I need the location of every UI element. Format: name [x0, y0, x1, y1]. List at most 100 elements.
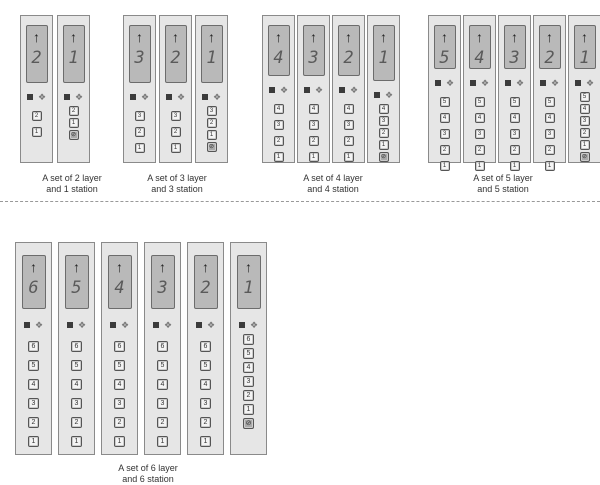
floor-button[interactable]: 1 — [544, 161, 555, 171]
floor-button[interactable]: 4 — [378, 104, 389, 114]
floor-button[interactable]: 4 — [114, 379, 125, 390]
alarm-button-icon[interactable]: ⊘ — [68, 130, 79, 140]
floor-button[interactable]: 4 — [200, 379, 211, 390]
floor-button[interactable]: 1 — [170, 143, 181, 153]
floor-button[interactable]: 1 — [439, 161, 450, 171]
floor-button[interactable]: 5 — [200, 360, 211, 371]
alarm-button-icon[interactable]: ⊘ — [378, 152, 389, 162]
floor-button[interactable]: 2 — [68, 106, 79, 116]
floor-button[interactable]: 6 — [200, 341, 211, 352]
floor-button[interactable]: 6 — [243, 334, 254, 345]
floor-button[interactable]: 4 — [509, 113, 520, 123]
button-column: 6 5 4 3 2 1 — [114, 341, 125, 447]
floor-button[interactable]: 3 — [579, 116, 590, 126]
floor-button[interactable]: 2 — [71, 417, 82, 428]
floor-button[interactable]: 2 — [509, 145, 520, 155]
floor-button[interactable]: 3 — [474, 129, 485, 139]
floor-button[interactable]: 2 — [273, 136, 284, 146]
floor-button[interactable]: 4 — [544, 113, 555, 123]
floor-button[interactable]: 5 — [439, 97, 450, 107]
floor-button[interactable]: 3 — [157, 398, 168, 409]
floor-button[interactable]: 2 — [378, 128, 389, 138]
floor-button[interactable]: 4 — [243, 362, 254, 373]
floor-button[interactable]: 4 — [579, 104, 590, 114]
floor-button[interactable]: 1 — [343, 152, 354, 162]
floor-button[interactable]: 1 — [114, 436, 125, 447]
floor-button[interactable]: 3 — [71, 398, 82, 409]
floor-button[interactable]: 4 — [439, 113, 450, 123]
floor-button[interactable]: 3 — [134, 111, 145, 121]
floor-button[interactable]: 2 — [343, 136, 354, 146]
floor-button[interactable]: 5 — [544, 97, 555, 107]
floor-button[interactable]: 2 — [28, 417, 39, 428]
floor-button[interactable]: 1 — [378, 140, 389, 150]
floor-button[interactable]: 1 — [308, 152, 319, 162]
floor-button[interactable]: 1 — [157, 436, 168, 447]
floor-button[interactable]: 2 — [170, 127, 181, 137]
floor-button[interactable]: 5 — [114, 360, 125, 371]
floor-button[interactable]: 5 — [509, 97, 520, 107]
floor-button[interactable]: 1 — [68, 118, 79, 128]
floor-button[interactable]: 5 — [157, 360, 168, 371]
floor-button[interactable]: 1 — [474, 161, 485, 171]
floor-button[interactable]: 1 — [28, 436, 39, 447]
floor-button[interactable]: 2 — [243, 390, 254, 401]
floor-button[interactable]: 3 — [170, 111, 181, 121]
floor-button[interactable]: 1 — [579, 140, 590, 150]
floor-button[interactable]: 1 — [206, 130, 217, 140]
floor-button[interactable]: 1 — [509, 161, 520, 171]
floor-button[interactable]: 4 — [474, 113, 485, 123]
floor-button[interactable]: 6 — [71, 341, 82, 352]
floor-button[interactable]: 2 — [31, 111, 42, 121]
floor-button[interactable]: 2 — [114, 417, 125, 428]
floor-button[interactable]: 4 — [71, 379, 82, 390]
alarm-button-icon[interactable]: ⊘ — [206, 142, 217, 152]
floor-button[interactable]: 3 — [114, 398, 125, 409]
floor-button[interactable]: 4 — [273, 104, 284, 114]
floor-button[interactable]: 1 — [31, 127, 42, 137]
floor-button[interactable]: 2 — [200, 417, 211, 428]
floor-button[interactable]: 5 — [474, 97, 485, 107]
floor-button[interactable]: 2 — [157, 417, 168, 428]
button-column: 4 3 2 1 — [343, 104, 354, 162]
floor-button[interactable]: 4 — [28, 379, 39, 390]
floor-button[interactable]: 2 — [206, 118, 217, 128]
floor-button[interactable]: 1 — [200, 436, 211, 447]
floor-button[interactable]: 1 — [71, 436, 82, 447]
floor-button[interactable]: 3 — [439, 129, 450, 139]
floor-button[interactable]: 2 — [134, 127, 145, 137]
floor-button[interactable]: 3 — [200, 398, 211, 409]
floor-button[interactable]: 3 — [28, 398, 39, 409]
floor-button[interactable]: 3 — [509, 129, 520, 139]
floor-button[interactable]: 3 — [308, 120, 319, 130]
floor-button[interactable]: 6 — [114, 341, 125, 352]
floor-button[interactable]: 6 — [157, 341, 168, 352]
alarm-button-icon[interactable]: ⊘ — [579, 152, 590, 162]
floor-button[interactable]: 6 — [28, 341, 39, 352]
floor-button[interactable]: 3 — [243, 376, 254, 387]
floor-button[interactable]: 5 — [71, 360, 82, 371]
floor-button[interactable]: 4 — [157, 379, 168, 390]
floor-button[interactable]: 3 — [273, 120, 284, 130]
floor-button[interactable]: 2 — [439, 145, 450, 155]
floor-button[interactable]: 5 — [579, 92, 590, 102]
floor-button[interactable]: 1 — [273, 152, 284, 162]
alarm-button-icon[interactable]: ⊘ — [243, 418, 254, 429]
floor-button[interactable]: 2 — [544, 145, 555, 155]
floor-button[interactable]: 3 — [206, 106, 217, 116]
floor-button[interactable]: 2 — [308, 136, 319, 146]
floor-button[interactable]: 1 — [134, 143, 145, 153]
up-arrow-icon: ↑ — [546, 29, 553, 45]
floor-button[interactable]: 4 — [343, 104, 354, 114]
floor-button[interactable]: 5 — [243, 348, 254, 359]
floor-number: 6 — [28, 278, 39, 298]
floor-button[interactable]: 4 — [308, 104, 319, 114]
floor-button[interactable]: 1 — [243, 404, 254, 415]
floor-button[interactable]: 3 — [343, 120, 354, 130]
floor-button[interactable]: 2 — [474, 145, 485, 155]
floor-button[interactable]: 3 — [378, 116, 389, 126]
floor-button[interactable]: 2 — [579, 128, 590, 138]
floor-button[interactable]: 5 — [28, 360, 39, 371]
floor-button[interactable]: 3 — [544, 129, 555, 139]
